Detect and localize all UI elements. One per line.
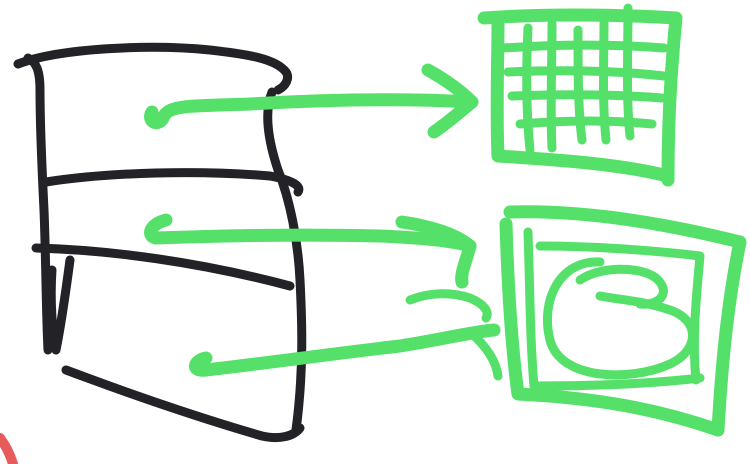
image-frame-icon — [506, 212, 740, 430]
red-corner-mark — [0, 438, 13, 464]
table-grid-icon — [484, 8, 676, 180]
arrow-to-grid — [151, 70, 472, 132]
arrow-bottom — [195, 330, 498, 376]
